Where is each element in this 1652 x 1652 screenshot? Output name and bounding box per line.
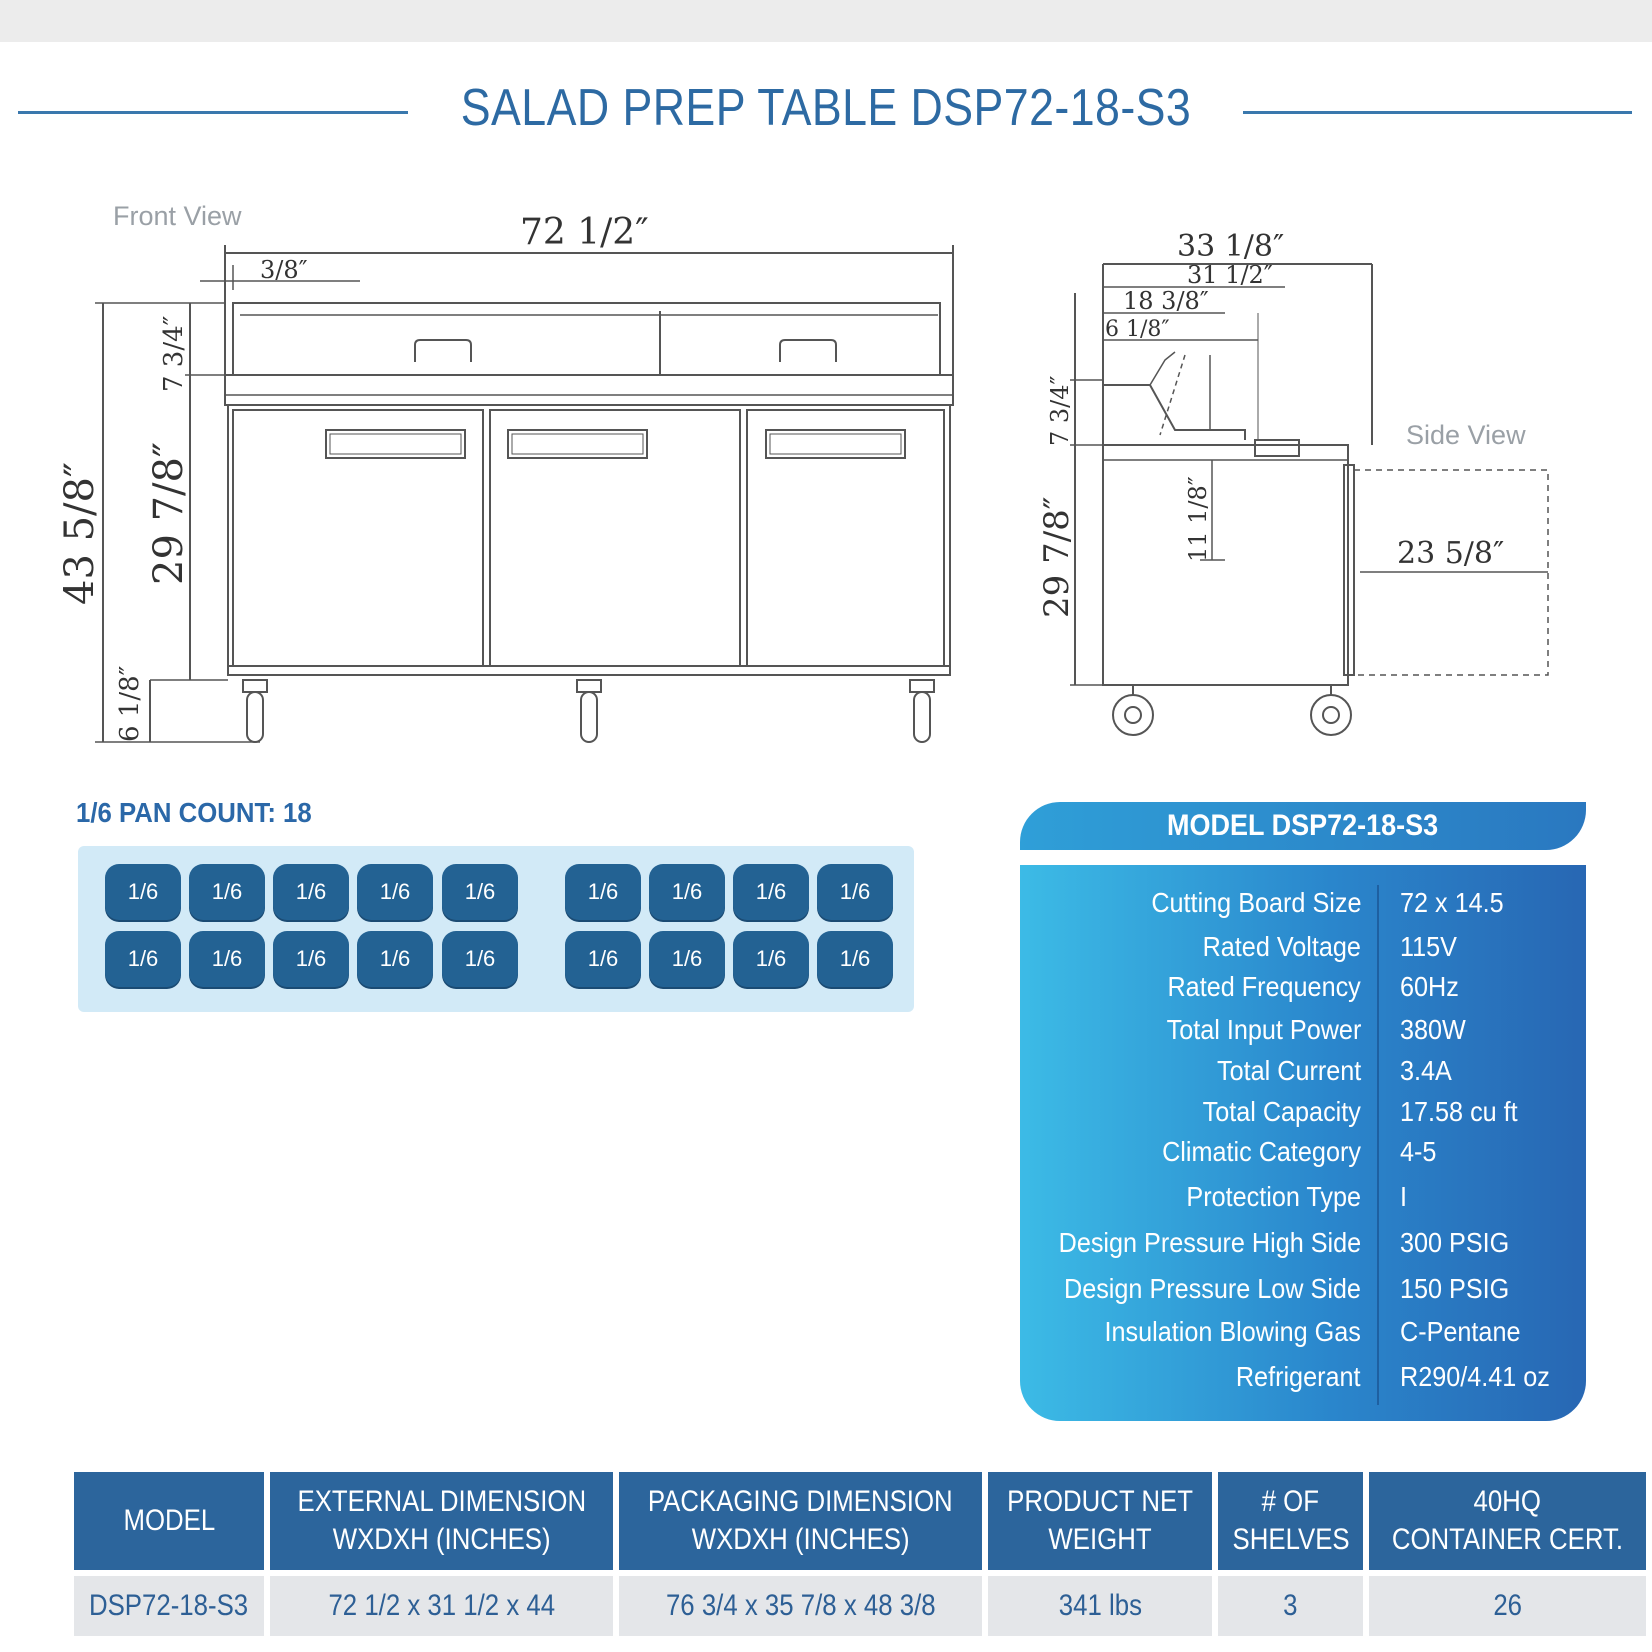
pan-slot: 1/6	[817, 864, 893, 920]
pan-slot: 1/6	[733, 931, 809, 987]
spec-row: Total Current 3.4A	[1020, 1055, 1586, 1095]
spec-label: Design Pressure High Side	[1058, 1227, 1361, 1258]
page-title: SALAD PREP TABLE DSP72-18-S3	[460, 79, 1192, 137]
pan-slot: 1/6	[189, 864, 265, 920]
pan-slot: 1/6	[105, 864, 181, 920]
spec-value: 4-5	[1400, 1136, 1437, 1167]
column-header-container-cert: 40HQ CONTAINER CERT.	[1369, 1472, 1646, 1570]
pan-slot: 1/6	[817, 931, 893, 987]
pan-slot: 1/6	[733, 864, 809, 920]
spec-label: Cutting Board Size	[1150, 887, 1361, 918]
dim-side-depth-2: 31 1/2″	[1187, 261, 1273, 289]
spec-panel-title: MODEL DSP72-18-S3	[1167, 809, 1439, 842]
spec-panel-header: MODEL DSP72-18-S3	[1020, 802, 1586, 850]
spec-row: Total Capacity 17.58 cu ft	[1020, 1096, 1586, 1136]
dim-side-door-swing: 23 5/8″	[1397, 536, 1504, 571]
dim-side-depth-3: 18 3/8″	[1123, 287, 1209, 315]
pan-slot: 1/6	[442, 931, 518, 987]
spec-label: Design Pressure Low Side	[1064, 1273, 1361, 1304]
dim-side-depth-4: 6 1/8″	[1105, 317, 1170, 342]
spec-value: 72 x 14.5	[1400, 887, 1504, 918]
table-cell-container-cert: 26	[1369, 1576, 1646, 1636]
spec-label: Climatic Category	[1162, 1136, 1361, 1167]
spec-row: Total Input Power 380W	[1020, 1014, 1586, 1054]
spec-label: Total Current	[1216, 1055, 1361, 1086]
spec-row: Design Pressure Low Side 150 PSIG	[1020, 1273, 1586, 1313]
pan-slot: 1/6	[273, 931, 349, 987]
spec-label: Rated Frequency	[1167, 971, 1361, 1002]
spec-value: 3.4A	[1400, 1055, 1452, 1086]
spec-value: 17.58 cu ft	[1400, 1096, 1518, 1127]
column-header-model: MODEL	[74, 1472, 264, 1570]
dim-front-leg-height: 6 1/8″	[115, 665, 145, 742]
pan-slot: 1/6	[357, 864, 433, 920]
spec-value: 150 PSIG	[1400, 1273, 1510, 1304]
spec-value: R290/4.41 oz	[1400, 1361, 1550, 1392]
pan-slot: 1/6	[189, 931, 265, 987]
spec-row: Refrigerant R290/4.41 oz	[1020, 1361, 1586, 1401]
column-header-packaging-dimension: PACKAGING DIMENSION WXDXH (INCHES)	[619, 1472, 982, 1570]
spec-row: Climatic Category 4-5	[1020, 1136, 1586, 1176]
pan-count-title: 1/6 PAN COUNT: 18	[76, 797, 312, 828]
spec-value: C-Pentane	[1400, 1316, 1521, 1347]
technical-drawing: Front View Side View 72 1/2″ 3/8″ 7 3/4″…	[57, 201, 1549, 743]
dim-side-overall-depth: 33 1/8″	[1177, 229, 1284, 264]
dim-front-offset: 3/8″	[260, 256, 308, 284]
spec-value: 380W	[1400, 1014, 1466, 1045]
column-header-external-dimension: EXTERNAL DIMENSION WXDXH (INCHES)	[269, 1472, 614, 1570]
dim-front-width: 72 1/2″	[520, 212, 649, 253]
title-rule-right	[1243, 111, 1632, 114]
table-cell-packaging-dimension: 76 3/4 x 35 7/8 x 48 3/8	[619, 1576, 982, 1636]
spec-value: 115V	[1400, 931, 1457, 962]
title-rule-left	[18, 111, 408, 114]
side-view-label: Side View	[1406, 420, 1526, 450]
spec-divider	[1377, 885, 1379, 1405]
front-view-drawing	[95, 245, 954, 743]
spec-row: Insulation Blowing Gas C-Pentane	[1020, 1316, 1586, 1356]
pan-slot: 1/6	[357, 931, 433, 987]
dim-front-total-height: 43 5/8″	[57, 462, 103, 605]
spec-value: 60Hz	[1400, 971, 1459, 1002]
pan-slot: 1/6	[565, 931, 641, 987]
spec-label: Total Capacity	[1202, 1096, 1361, 1127]
dim-front-body-height: 29 7/8″	[146, 442, 192, 585]
dim-front-top-height: 7 3/4″	[159, 315, 189, 392]
pan-layout-box: 1/6 1/6 1/6 1/6 1/6 1/6 1/6 1/6 1/6 1/6 …	[78, 846, 914, 1012]
table-row: DSP72-18-S3 72 1/2 x 31 1/2 x 44 76 3/4 …	[74, 1576, 1646, 1636]
spec-label: Protection Type	[1186, 1181, 1361, 1212]
table-cell-net-weight: 341 lbs	[987, 1576, 1213, 1636]
spec-row: Design Pressure High Side 300 PSIG	[1020, 1227, 1586, 1267]
spec-row: Rated Frequency 60Hz	[1020, 971, 1586, 1011]
spec-value: I	[1400, 1181, 1408, 1212]
spec-row: Protection Type I	[1020, 1181, 1586, 1221]
column-header-shelves: # OF SHELVES	[1218, 1472, 1364, 1570]
pan-slot: 1/6	[649, 864, 725, 920]
top-bar	[0, 0, 1652, 42]
pan-slot: 1/6	[442, 864, 518, 920]
spec-panel: Cutting Board Size 72 x 14.5 Rated Volta…	[1020, 865, 1586, 1421]
pan-slot: 1/6	[649, 931, 725, 987]
dim-side-inner-height: 11 1/8″	[1184, 476, 1212, 562]
pan-slot: 1/6	[273, 864, 349, 920]
spec-label: Rated Voltage	[1202, 931, 1361, 962]
spec-label: Total Input Power	[1166, 1014, 1361, 1045]
dim-side-body-height: 29 7/8″	[1037, 497, 1077, 619]
dim-side-top-height: 7 3/4″	[1046, 375, 1074, 446]
spec-value: 300 PSIG	[1400, 1227, 1510, 1258]
spec-row: Cutting Board Size 72 x 14.5	[1020, 887, 1586, 927]
spec-row: Rated Voltage 115V	[1020, 931, 1586, 971]
pan-slot: 1/6	[565, 864, 641, 920]
summary-header-row: MODEL EXTERNAL DIMENSION WXDXH (INCHES) …	[74, 1472, 1646, 1570]
spec-label: Refrigerant	[1236, 1361, 1361, 1392]
table-cell-external-dimension: 72 1/2 x 31 1/2 x 44	[269, 1576, 614, 1636]
pan-slot: 1/6	[105, 931, 181, 987]
spec-label: Insulation Blowing Gas	[1104, 1316, 1361, 1347]
table-cell-model: DSP72-18-S3	[74, 1576, 264, 1636]
table-cell-shelves: 3	[1218, 1576, 1364, 1636]
side-view-drawing	[1070, 263, 1549, 736]
column-header-net-weight: PRODUCT NET WEIGHT	[987, 1472, 1213, 1570]
front-view-label: Front View	[113, 201, 242, 231]
summary-table: MODEL EXTERNAL DIMENSION WXDXH (INCHES) …	[68, 1466, 1652, 1642]
